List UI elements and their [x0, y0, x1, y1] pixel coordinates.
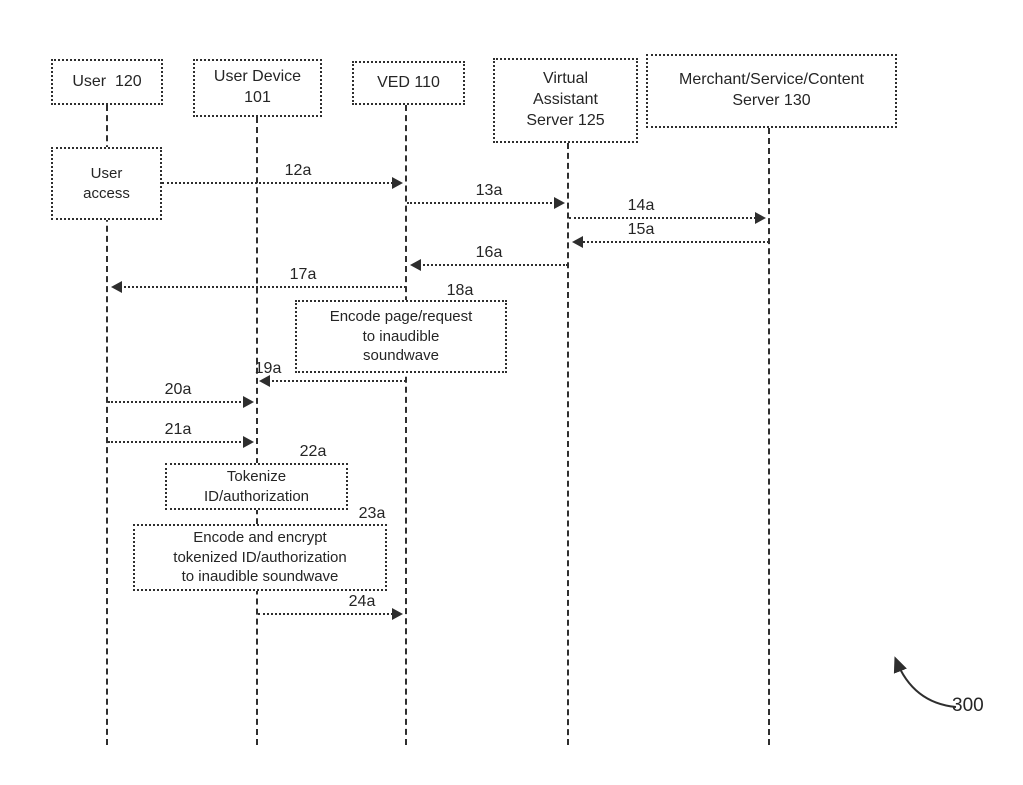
step-label-16a: 16a	[475, 244, 503, 261]
actor-box-ved: VED 110	[352, 61, 465, 105]
arrowhead-icon-12a	[392, 177, 403, 189]
step-label-19a: 19a	[254, 360, 282, 377]
process-label-encode-page-request-line: to inaudible	[362, 327, 440, 345]
message-arrow-19a	[259, 375, 406, 387]
process-label-tokenize-id-authorization-line: ID/authorization	[203, 487, 310, 505]
message-arrow-24a	[258, 608, 403, 620]
process-box-encode-encrypt-tokenized: Encode and encrypt tokenized ID/authoriza…	[133, 524, 387, 591]
lifeline-user-device	[256, 117, 258, 745]
actor-label-user-device-line: User Device	[213, 68, 302, 86]
message-arrow-21a	[108, 436, 254, 448]
process-label-encode-page-request-line: soundwave	[363, 347, 439, 365]
arrowhead-icon-24a	[392, 608, 403, 620]
message-arrow-17a	[111, 281, 406, 293]
actor-label-virtual-assistant-server-line: Server 125	[526, 111, 605, 129]
step-label-14a: 14a	[627, 197, 655, 214]
lifeline-merchant-service-content-server	[768, 128, 770, 745]
step-label-21a: 21a	[164, 421, 192, 438]
process-label-user-access-line: access	[83, 184, 130, 202]
step-label-17a: 17a	[289, 266, 317, 283]
message-arrow-20a	[108, 396, 254, 408]
arrowhead-icon-20a	[243, 396, 254, 408]
lifeline-ved	[405, 105, 407, 745]
step-label-24a: 24a	[348, 593, 376, 610]
process-label-user-access-line: User	[90, 164, 123, 182]
actor-label-user-line: User 120	[72, 72, 142, 90]
lifeline-virtual-assistant-server	[567, 143, 569, 745]
actor-label-ved-line: VED 110	[377, 73, 440, 91]
process-label-encode-page-request-line: Encode page/request	[329, 307, 473, 325]
message-arrow-13a	[407, 197, 565, 209]
process-label-encode-encrypt-tokenized-line: to inaudible soundwave	[181, 568, 339, 586]
message-arrow-15a	[572, 236, 769, 248]
process-box-user-access: User access	[51, 147, 162, 220]
figure-number-label: 300	[952, 695, 984, 716]
step-label-12a: 12a	[284, 162, 312, 179]
message-arrow-12a	[162, 177, 403, 189]
process-box-encode-page-request: Encode page/request to inaudible soundwave	[295, 300, 507, 373]
arrowhead-icon-16a	[410, 259, 421, 271]
actor-label-virtual-assistant-server-line: Virtual	[542, 70, 589, 88]
step-label-22a: 22a	[299, 443, 327, 460]
step-label-23a: 23a	[358, 505, 386, 522]
step-label-18a: 18a	[446, 282, 474, 299]
arrowhead-icon-15a	[572, 236, 583, 248]
message-arrow-16a	[410, 259, 568, 271]
step-label-13a: 13a	[475, 182, 503, 199]
actor-label-virtual-assistant-server-line: Assistant	[533, 91, 598, 109]
actor-label-merchant-service-content-server-line: Server 130	[732, 92, 811, 109]
process-label-encode-encrypt-tokenized-line: tokenized ID/authorization	[173, 548, 347, 566]
step-label-20a: 20a	[164, 381, 192, 398]
arrowhead-icon-19a	[259, 375, 270, 387]
arrowhead-icon-21a	[243, 436, 254, 448]
actor-label-merchant-service-content-server-line: Merchant/Service/Content	[679, 71, 864, 89]
actor-box-user: User 120	[51, 59, 163, 105]
step-label-15a: 15a	[627, 221, 655, 238]
figure-reference-curved-arrow-icon	[893, 656, 957, 708]
arrowhead-icon-14a	[755, 212, 766, 224]
arrowhead-icon-17a	[111, 281, 122, 293]
actor-label-user-device-line: 101	[244, 89, 271, 106]
lifeline-user	[106, 105, 108, 745]
message-arrow-14a	[569, 212, 766, 224]
process-label-encode-encrypt-tokenized-line: Encode and encrypt	[193, 528, 327, 546]
arrowhead-icon-13a	[554, 197, 565, 209]
actor-box-user-device: User Device 101	[193, 59, 322, 117]
process-label-tokenize-id-authorization-line: Tokenize	[226, 467, 287, 485]
